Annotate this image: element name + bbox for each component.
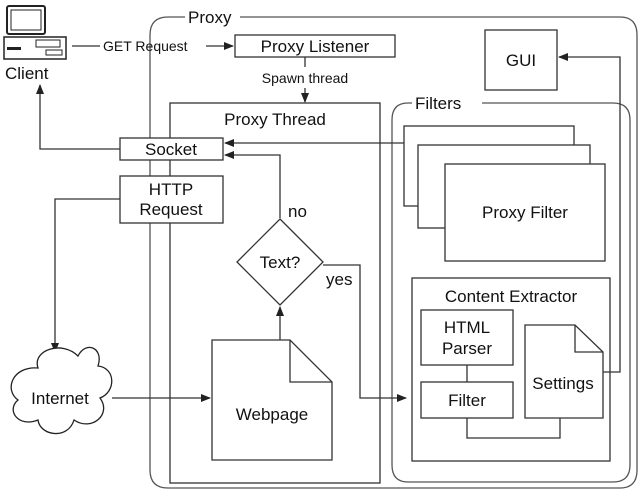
- http-request-line1: HTTP: [149, 180, 193, 199]
- proxy-filter-box: [444, 163, 606, 262]
- no-to-socket-arrow: [224, 151, 281, 218]
- html-parser-line2: Parser: [442, 339, 492, 358]
- webpage-document: [211, 339, 333, 461]
- webpage-label: Webpage: [236, 405, 308, 424]
- proxy-listener-label: Proxy Listener: [261, 37, 370, 56]
- filters-frame: Filters: [391, 94, 631, 483]
- filters-label: Filters: [415, 94, 461, 113]
- http-request-box: [119, 175, 224, 224]
- proxy-filter-label: Proxy Filter: [482, 203, 568, 222]
- internet-cloud-icon: [10, 346, 113, 435]
- settings-label: Settings: [532, 374, 593, 393]
- gui-label: GUI: [506, 51, 536, 70]
- parser-settings-connector: [466, 418, 561, 439]
- spawn-thread-label: Spawn thread: [262, 70, 348, 86]
- settings-to-gui-arrow: [558, 53, 621, 373]
- client-label: Client: [5, 64, 49, 83]
- socket-to-client-arrow: [36, 84, 120, 150]
- proxy-frame: Proxy: [149, 8, 638, 489]
- http-request-to-internet-arrow: [51, 198, 120, 353]
- proxy-label: Proxy: [188, 8, 232, 27]
- yes-to-filters-arrow: [323, 264, 407, 402]
- settings-document-fold: [574, 325, 603, 353]
- no-label: no: [288, 202, 307, 221]
- client-computer-icon: [3, 5, 67, 60]
- yes-label: yes: [326, 270, 352, 289]
- proxy-listener-box: [234, 34, 396, 58]
- text-decision-label: Text?: [260, 253, 301, 272]
- filter-label: Filter: [448, 391, 486, 410]
- html-parser-line1: HTML: [444, 318, 490, 337]
- html-parser-box: [420, 309, 514, 366]
- filter-box: [420, 381, 514, 419]
- gui-box: [484, 29, 558, 91]
- internet-label: Internet: [31, 389, 89, 408]
- http-request-line2: Request: [139, 200, 203, 219]
- webpage-document-fold: [289, 340, 332, 383]
- settings-document: [524, 324, 604, 419]
- proxy-thread-label: Proxy Thread: [224, 110, 326, 129]
- content-extractor-label: Content Extractor: [445, 287, 578, 306]
- socket-label: Socket: [145, 140, 197, 159]
- text-decision-diamond: [236, 218, 324, 306]
- get-request-label: GET Request: [103, 38, 188, 54]
